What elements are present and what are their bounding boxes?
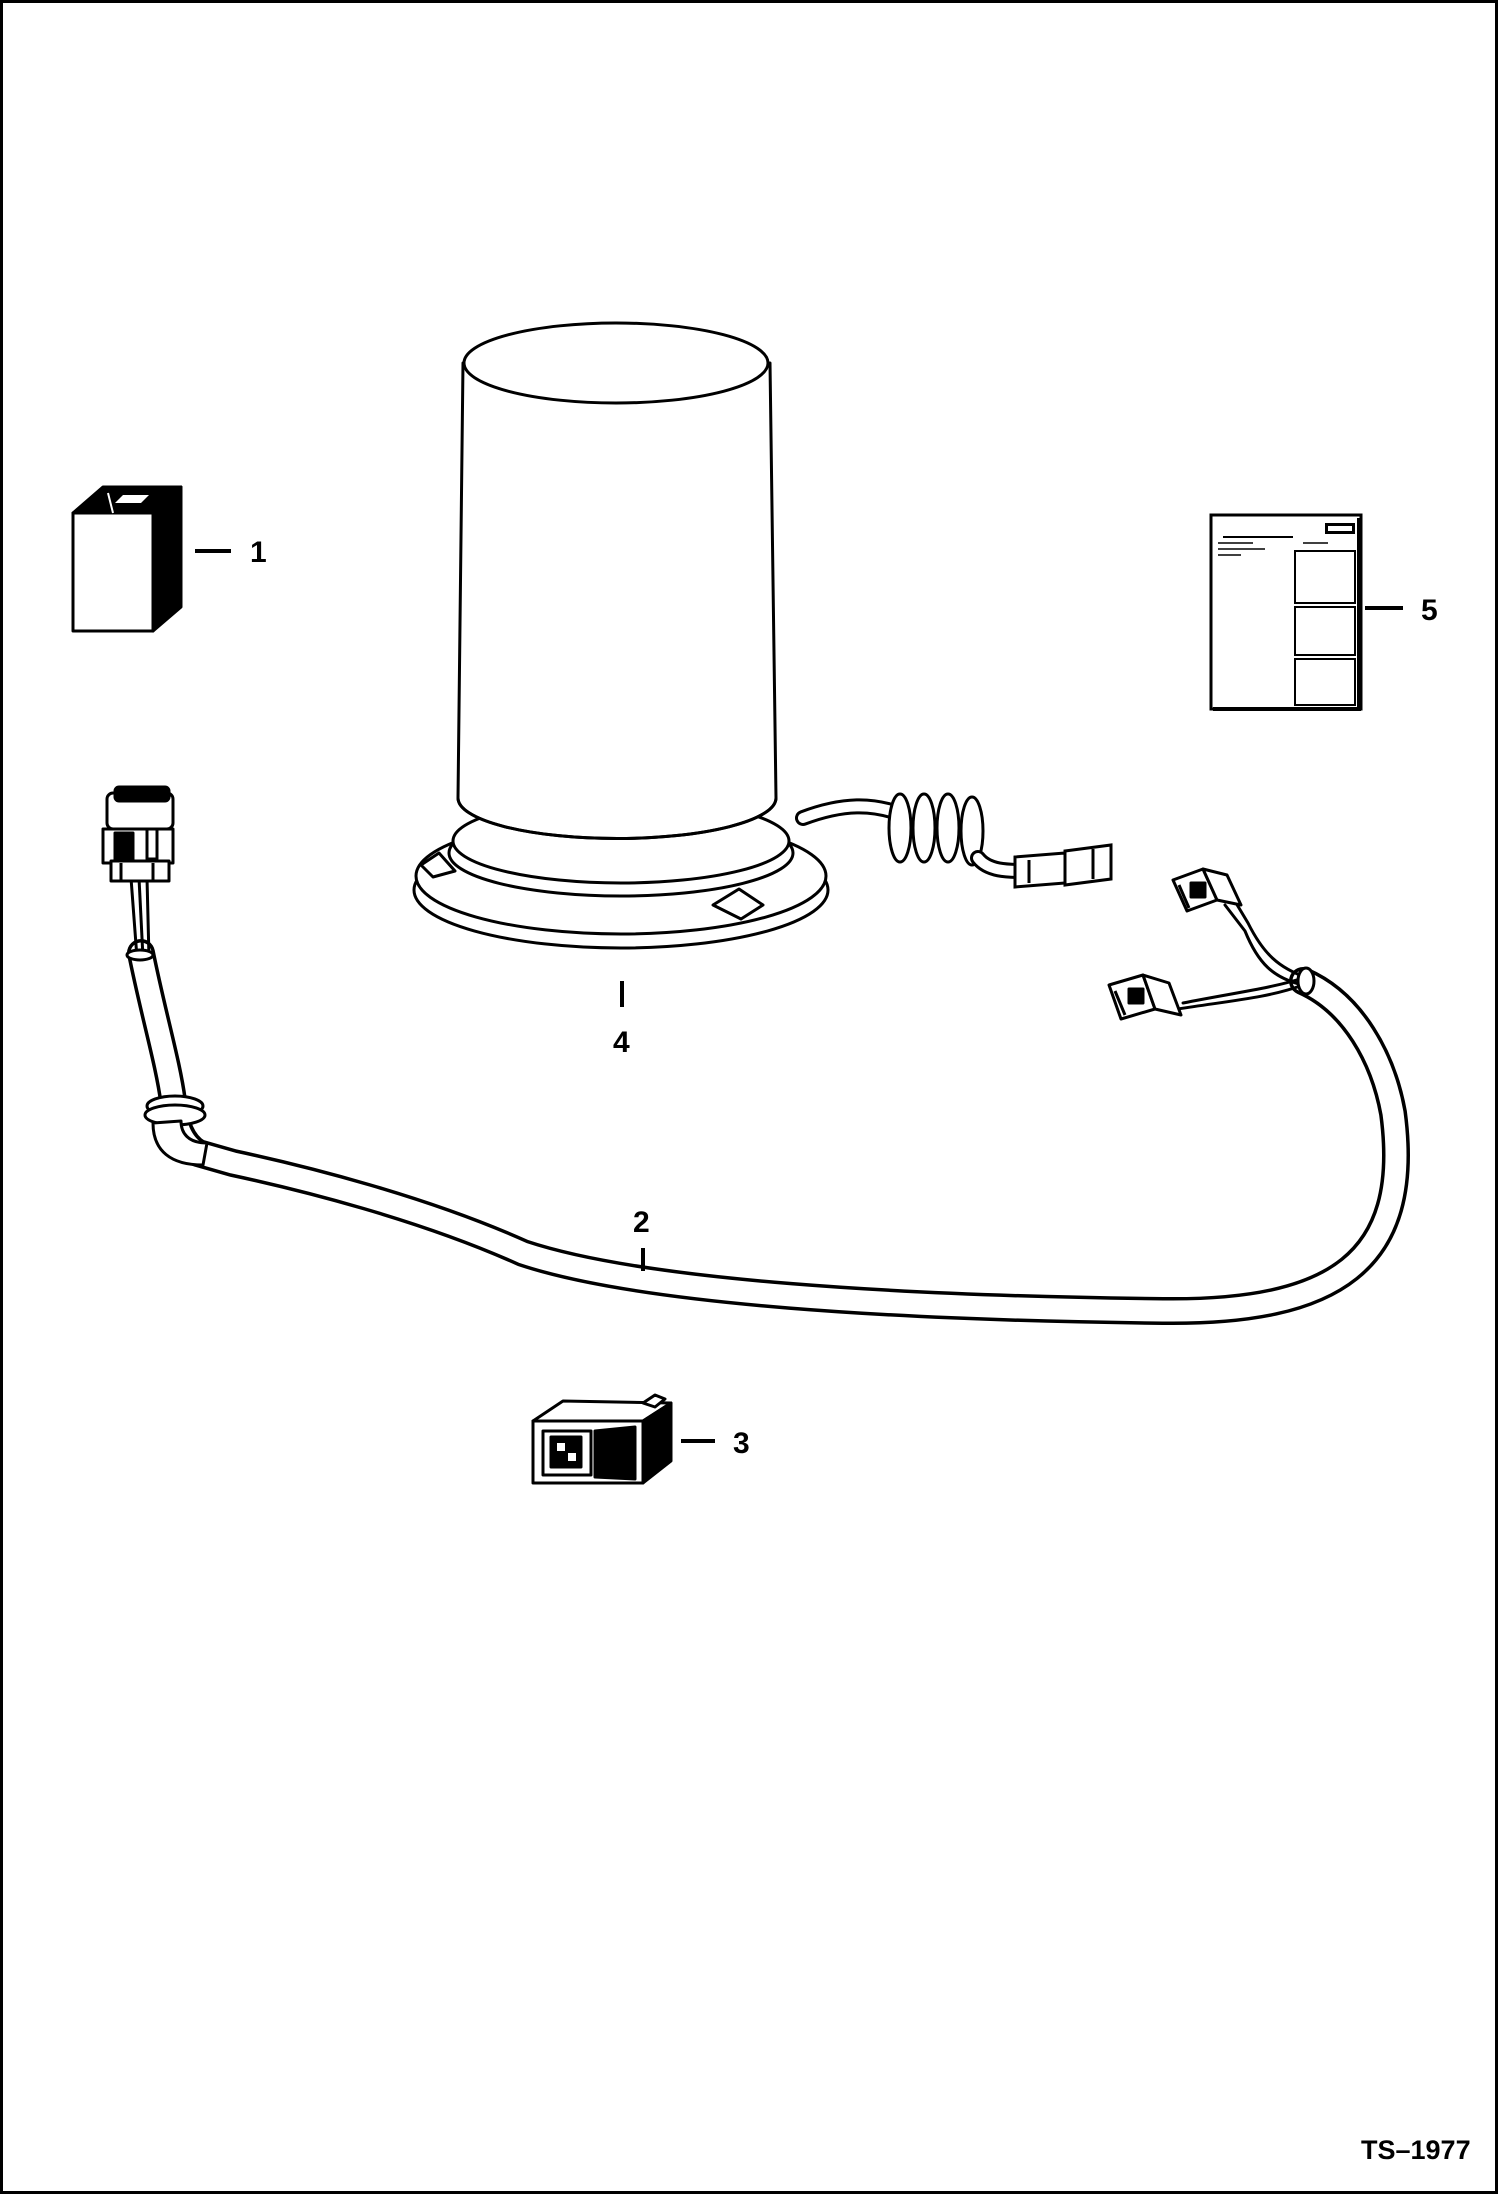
callout-3: 3 xyxy=(733,1427,750,1460)
callout-leader-beacon: 4 xyxy=(613,981,630,1059)
callout-4: 4 xyxy=(613,1026,630,1059)
harness-left-connector xyxy=(101,785,175,883)
relay-part xyxy=(71,485,183,633)
harness-right-upper-connector xyxy=(1171,867,1243,913)
beacon-part xyxy=(412,321,830,950)
callout-leader-switch: 3 xyxy=(681,1427,750,1460)
callout-leader-relay: 1 xyxy=(195,536,267,569)
beacon-coil-cord xyxy=(795,792,1031,879)
callout-leader-instructions: 5 xyxy=(1365,594,1438,627)
beacon-plug xyxy=(1013,843,1113,889)
callout-2: 2 xyxy=(633,1206,650,1239)
figure-id: TS–1977 xyxy=(1361,2135,1471,2165)
rocker-switch-part xyxy=(531,1393,673,1485)
wire-harness-part xyxy=(125,876,1410,1326)
instruction-sheet-part xyxy=(1209,513,1363,711)
parts-diagram: 1 5 4 xyxy=(71,321,1471,2165)
harness-right-lower-connector xyxy=(1107,973,1183,1021)
callout-leader-harness: 2 xyxy=(633,1206,650,1271)
callout-1: 1 xyxy=(250,536,267,569)
callout-5: 5 xyxy=(1421,594,1438,627)
